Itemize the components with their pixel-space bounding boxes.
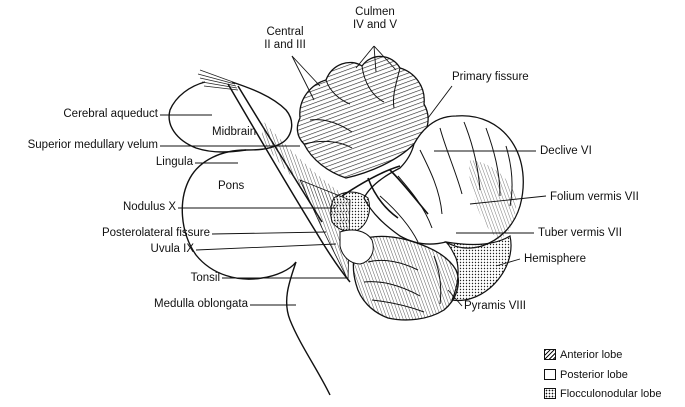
label-central-text: Central	[266, 26, 304, 38]
label-lingula: Lingula	[155, 156, 193, 168]
nodulus	[330, 191, 371, 233]
label-culmen: Culmen IV and V	[346, 6, 404, 32]
label-posterolateral-fissure: Posterolateral fissure	[101, 227, 210, 239]
legend-anterior: Anterior lobe	[544, 349, 622, 361]
label-hemisphere: Hemisphere	[524, 253, 586, 265]
label-folium: Folium vermis VII	[550, 191, 639, 203]
label-tonsil: Tonsil	[190, 272, 220, 284]
uvula	[339, 229, 374, 265]
hemisphere-stripes	[469, 160, 517, 240]
legend-anterior-text: Anterior lobe	[560, 349, 623, 361]
leader-lines	[160, 45, 547, 307]
legend-posterior: Posterior lobe	[544, 369, 628, 381]
pyramis-tonsil	[352, 235, 459, 321]
label-cerebral-aqueduct: Cerebral aqueduct	[63, 108, 158, 120]
label-uvula: Uvula IX	[150, 243, 194, 255]
nerve-fibers	[197, 69, 239, 91]
label-primary-fissure: Primary fissure	[452, 71, 529, 83]
anterior-swatch-icon	[544, 349, 556, 360]
posterior-folia	[379, 121, 513, 243]
label-pons: Pons	[218, 180, 245, 192]
posterior-swatch-icon	[544, 369, 556, 380]
legend-posterior-text: Posterior lobe	[560, 369, 628, 381]
anterior-folia	[303, 65, 401, 149]
label-midbrain: Midbrain	[212, 126, 257, 138]
legend-flocculonodular-text: Flocculonodular lobe	[560, 388, 662, 400]
label-medulla: Medulla oblongata	[154, 298, 248, 310]
flocculonodular-swatch-icon	[544, 388, 556, 399]
label-central-roman: II and III	[264, 39, 306, 51]
label-culmen-roman: IV and V	[352, 19, 398, 31]
label-central: Central II and III	[254, 26, 316, 52]
arbor-vitae	[341, 165, 429, 219]
hemisphere-lower	[444, 235, 512, 302]
label-nodulus: Nodulus X	[122, 201, 176, 213]
label-culmen-text: Culmen	[355, 6, 395, 18]
label-declive: Declive VI	[540, 145, 592, 157]
label-tuber: Tuber vermis VII	[538, 227, 622, 239]
label-pyramis: Pyramis VIII	[464, 300, 526, 312]
label-superior-medullary-velum: Superior medullary velum	[27, 139, 158, 151]
lower-folia	[363, 255, 442, 313]
brainstem	[168, 81, 331, 396]
legend-flocculonodular: Flocculonodular lobe	[544, 388, 662, 400]
